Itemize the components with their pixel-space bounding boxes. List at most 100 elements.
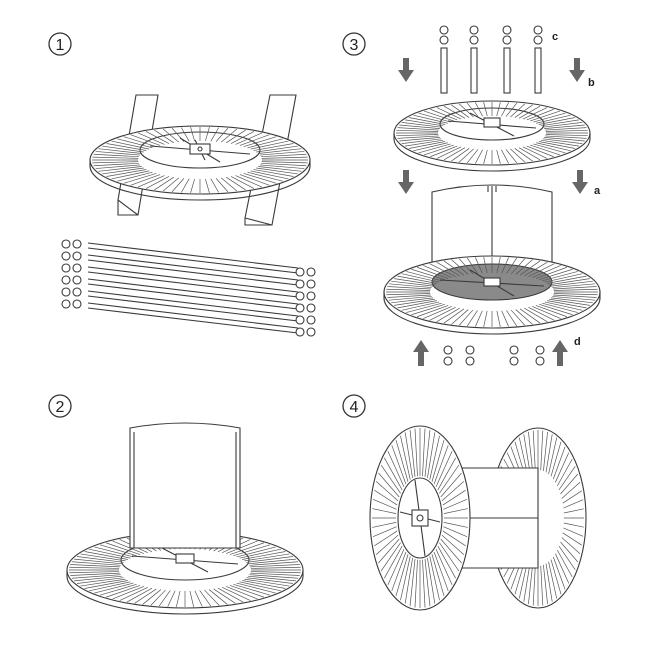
- flange-rib: [552, 556, 566, 590]
- arrow-down-mid-right: [572, 170, 588, 194]
- flange-rib: [429, 556, 440, 601]
- flange-rib: [510, 148, 526, 163]
- flange-rib: [545, 134, 588, 137]
- flange-rib: [441, 481, 465, 502]
- flange-rib: [443, 260, 465, 276]
- flange-rib: [466, 149, 479, 164]
- flange-rib: [506, 257, 518, 274]
- flange-rib: [250, 566, 301, 569]
- flange-rib: [435, 549, 453, 586]
- flange-rib: [253, 143, 294, 151]
- bottom-flange-disk: [383, 255, 601, 335]
- flange-rib: [261, 162, 307, 167]
- flange-rib: [533, 143, 566, 154]
- drum-barrel: [431, 184, 553, 276]
- arrow-down-mid-left: [398, 170, 414, 194]
- flange-rib: [235, 175, 263, 188]
- step-2-number: 2: [56, 399, 65, 416]
- flange-rib: [208, 589, 228, 605]
- flange-rib: [496, 102, 501, 117]
- flange-rib: [528, 307, 555, 321]
- flange-rib: [401, 138, 442, 144]
- flange-rib: [429, 435, 440, 480]
- flange-rib: [427, 432, 436, 479]
- step-1-badge: 1: [48, 32, 72, 56]
- flange-rib: [514, 104, 533, 118]
- flange-rib: [475, 149, 483, 164]
- flange-rib: [563, 508, 584, 514]
- flange-rib: [424, 559, 431, 607]
- flange-rib: [545, 129, 588, 132]
- flange-rib: [532, 565, 536, 606]
- step-3-panel: 3 c b: [342, 25, 601, 366]
- top-bolts: [439, 25, 543, 94]
- flange-rib: [249, 561, 299, 566]
- flange-rib: [93, 162, 139, 167]
- flange-rib: [378, 472, 400, 498]
- flange-rib: [105, 542, 141, 555]
- flange-rib: [558, 546, 576, 570]
- flange-rib: [510, 258, 526, 275]
- flange-rib: [167, 590, 176, 607]
- step-3-badge: 3: [342, 32, 366, 56]
- flange-rib: [94, 546, 134, 558]
- flange-rib: [399, 124, 440, 129]
- flange-rib: [387, 549, 405, 586]
- flange-rib: [397, 127, 439, 131]
- flange-rib: [563, 499, 584, 509]
- flange-rib: [437, 545, 456, 579]
- flange-rib: [505, 149, 518, 164]
- flange-rib: [543, 564, 548, 605]
- flange-rib: [443, 498, 468, 510]
- flange-rib: [544, 273, 583, 283]
- flange-rib: [256, 145, 298, 153]
- flange-rib: [258, 148, 302, 154]
- flange-rib: [244, 553, 290, 562]
- flange-rib: [397, 275, 437, 284]
- step-1-number: 1: [56, 37, 65, 54]
- flange-rib: [70, 564, 120, 568]
- flange-rib: [394, 298, 435, 306]
- flange-rib: [396, 134, 439, 137]
- flange-rib: [413, 114, 448, 124]
- flange-rib: [555, 452, 570, 483]
- flange-rib: [416, 305, 449, 318]
- flange-rib: [414, 559, 418, 608]
- flange-rib: [501, 257, 509, 274]
- flange-rib: [522, 107, 548, 120]
- bottom-nuts: [443, 345, 545, 366]
- flange-rib: [386, 288, 431, 291]
- flange-rib: [540, 119, 580, 127]
- flange-rib: [242, 551, 286, 560]
- flange-rib: [250, 572, 300, 576]
- flange-rib: [395, 439, 409, 482]
- flange-rib: [217, 587, 244, 603]
- flange-rib: [404, 432, 413, 479]
- flange-rib: [536, 114, 571, 124]
- step-4-badge: 4: [342, 394, 366, 418]
- flange-rib: [550, 559, 562, 595]
- flange-rib: [239, 581, 281, 592]
- flange-rib: [545, 563, 553, 602]
- flange-rib: [250, 571, 301, 574]
- flange-rib: [429, 307, 456, 321]
- flange-rib: [530, 144, 560, 156]
- flange-rib: [563, 522, 584, 528]
- flange-rib: [451, 259, 469, 275]
- flange-rib: [440, 538, 462, 564]
- flange-rib: [404, 119, 444, 127]
- flange-rib: [119, 587, 148, 601]
- flange-rib: [475, 102, 483, 117]
- flange-rib: [162, 128, 180, 143]
- flange-rib: [99, 544, 137, 557]
- flange-rib: [424, 144, 454, 156]
- flange-rib: [404, 557, 413, 604]
- flange-rib: [442, 489, 466, 506]
- flange-rib: [243, 136, 277, 147]
- flange-rib: [111, 170, 150, 180]
- label-c: c: [552, 31, 558, 43]
- flange-rib: [451, 148, 470, 162]
- flange-rib: [408, 117, 446, 125]
- flange-rib: [549, 278, 590, 286]
- flange-rib: [501, 310, 509, 327]
